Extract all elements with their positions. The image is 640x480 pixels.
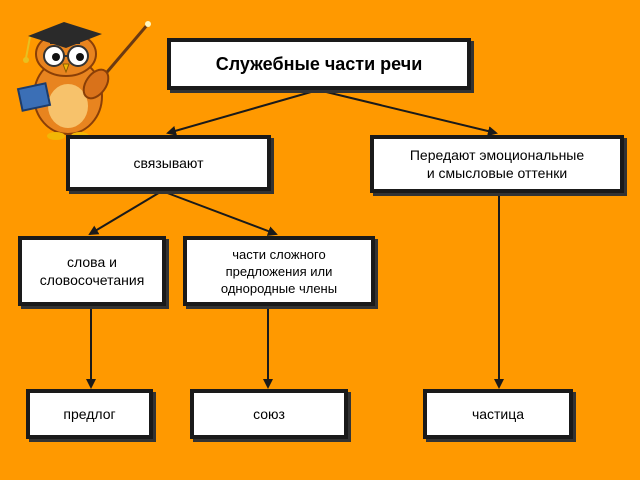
conjunction-box: союз xyxy=(190,389,348,439)
words-box: слова и словосочетания xyxy=(18,236,166,306)
arrow-title-to-connect xyxy=(166,89,319,136)
arrow-connect-to-words xyxy=(88,190,163,236)
clause-parts-box: части сложного предложения или однородны… xyxy=(183,236,375,306)
words-text: слова и словосочетания xyxy=(39,254,145,288)
connect-text: связывают xyxy=(133,155,204,171)
title-box: Служебные части речи xyxy=(167,38,471,90)
arrow-connect-to-clause-parts xyxy=(161,190,278,236)
arrow-title-to-emotional xyxy=(317,89,498,136)
connect-box: связывают xyxy=(66,135,271,191)
clause-parts-text: части сложного предложения или однородны… xyxy=(220,246,338,296)
particle-text: частица xyxy=(471,406,525,422)
conjunction-text: союз xyxy=(253,406,285,422)
emotional-box: Передают эмоциональные и смысловые оттен… xyxy=(370,135,624,193)
emotional-text: Передают эмоциональные и смысловые оттен… xyxy=(409,147,585,181)
preposition-box: предлог xyxy=(26,389,153,439)
owl-scholar-icon xyxy=(16,21,151,140)
particle-box: частица xyxy=(423,389,573,439)
title-text: Служебные части речи xyxy=(215,54,423,74)
preposition-text: предлог xyxy=(63,406,116,422)
